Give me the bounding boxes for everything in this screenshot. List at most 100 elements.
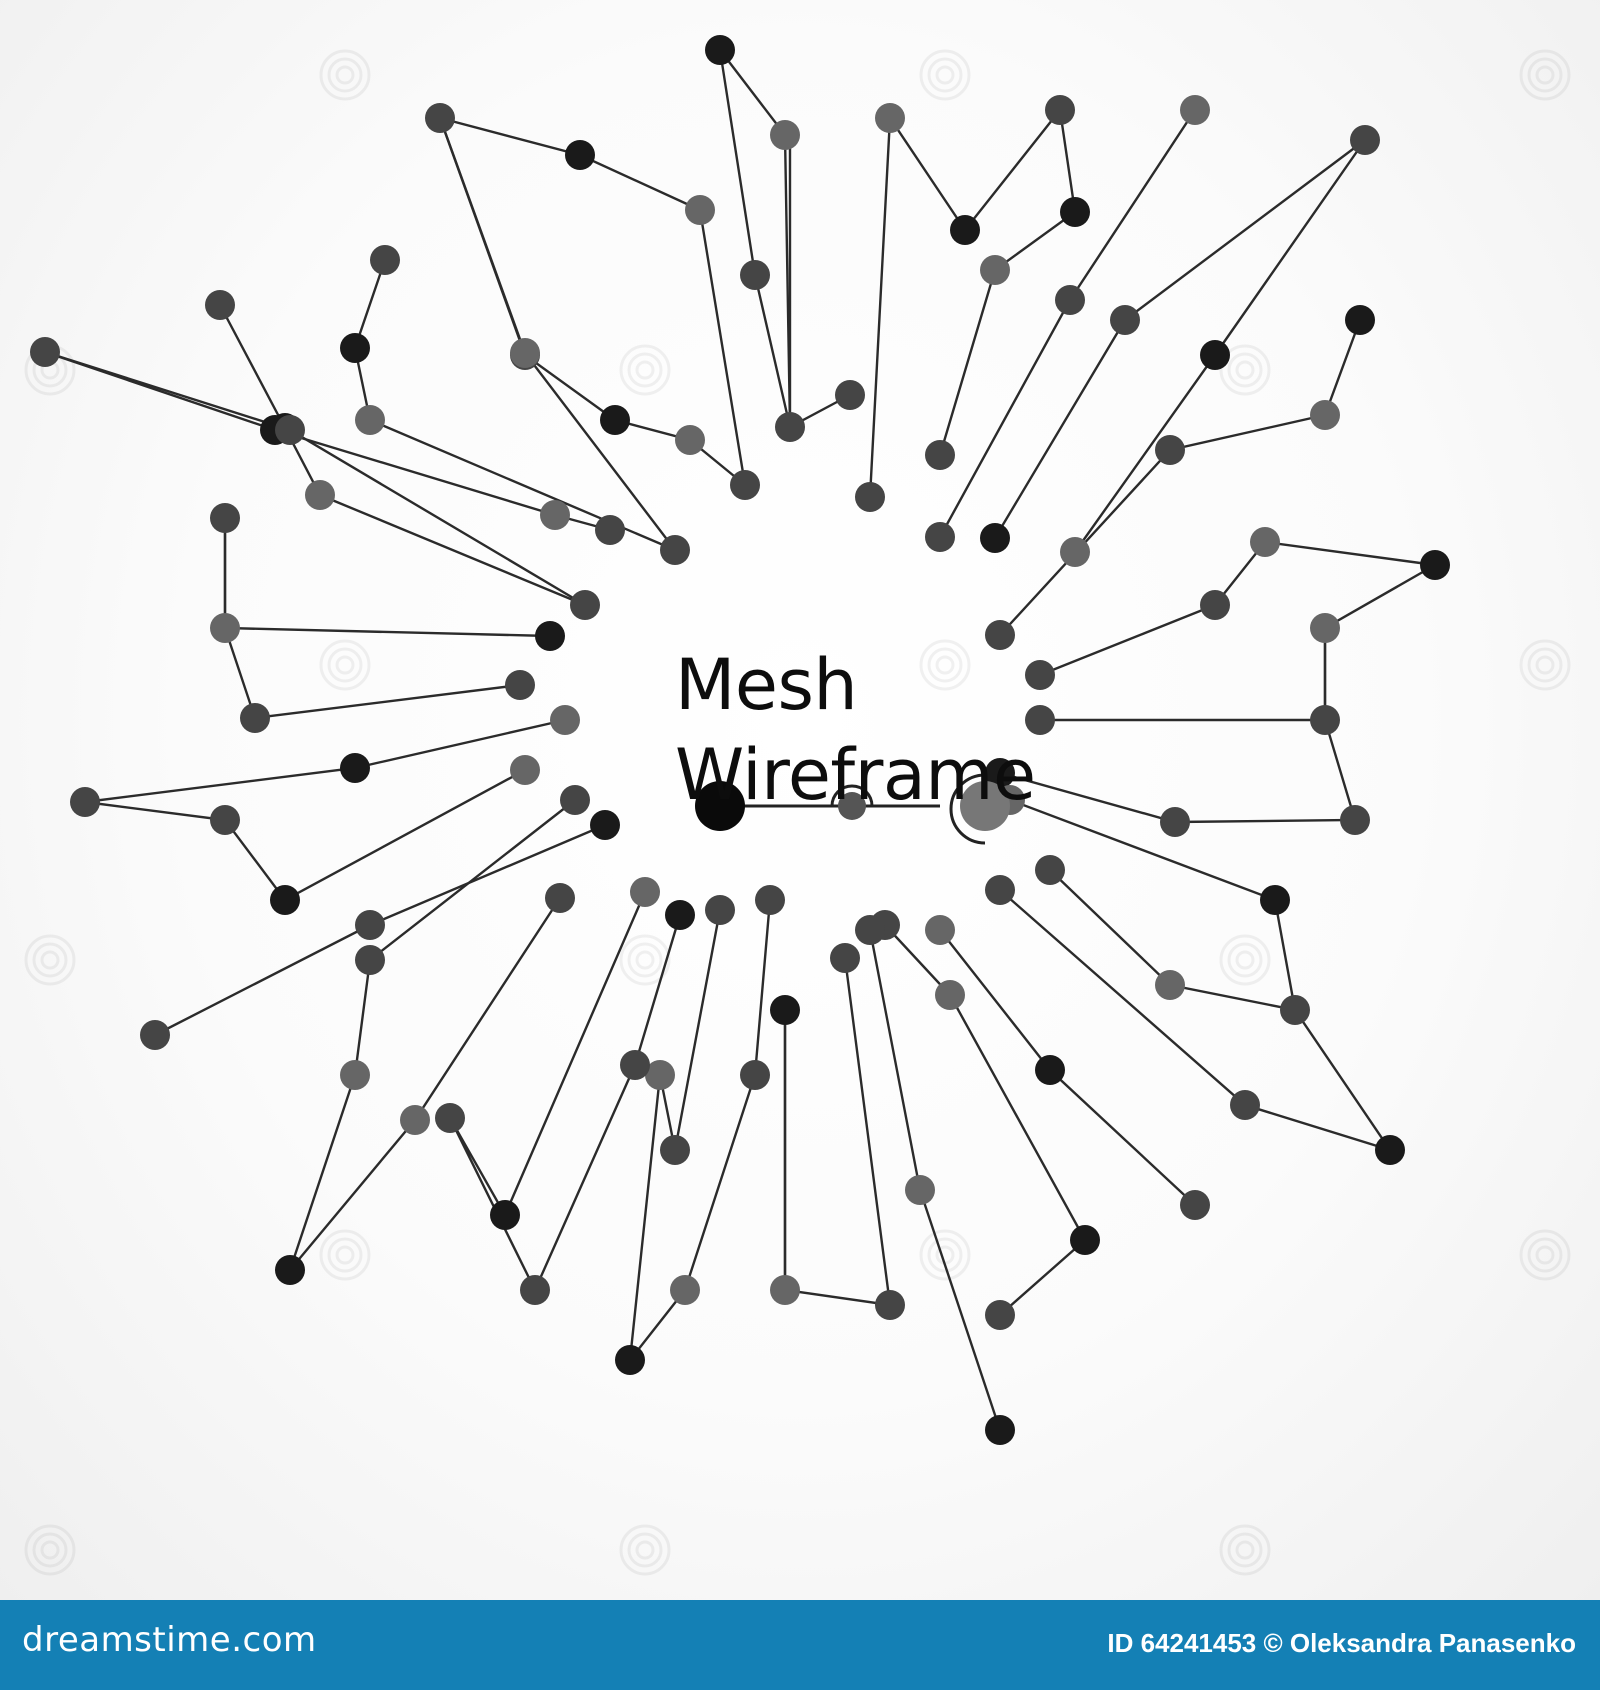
- mesh-edge: [718, 49, 792, 428]
- mesh-node: [985, 1415, 1015, 1445]
- watermark-spiral-icon: [319, 639, 371, 691]
- mesh-edge: [783, 957, 892, 1307]
- mesh-node: [985, 1300, 1015, 1330]
- mesh-node: [600, 405, 630, 435]
- mesh-node: [535, 621, 565, 651]
- brand-logo-text: dreamstime.com: [22, 1620, 317, 1660]
- watermark-spiral-icon: [1519, 639, 1571, 691]
- mesh-edge: [223, 627, 521, 720]
- mesh-node: [565, 140, 595, 170]
- mesh-node: [1230, 1090, 1260, 1120]
- title: Mesh Wireframe: [675, 640, 1036, 820]
- mesh-edge: [1040, 563, 1436, 722]
- watermark-spiral-icon: [919, 639, 971, 691]
- mesh-node: [570, 590, 600, 620]
- mesh-node: [835, 380, 865, 410]
- watermark-spiral-icon: [619, 1524, 671, 1576]
- mesh-node: [355, 910, 385, 940]
- mesh-node: [935, 980, 965, 1010]
- mesh-node: [1180, 95, 1210, 125]
- mesh-node: [1025, 660, 1055, 690]
- mesh-node: [770, 1275, 800, 1305]
- mesh-edge: [868, 929, 1002, 1431]
- mesh-node: [435, 1103, 465, 1133]
- mesh-node: [505, 670, 535, 700]
- mesh-node: [1345, 305, 1375, 335]
- mesh-node: [675, 425, 705, 455]
- mesh-node: [1340, 805, 1370, 835]
- mesh-edge: [999, 719, 1357, 824]
- mesh-node: [830, 943, 860, 973]
- mesh-edge: [223, 518, 551, 638]
- mesh-node: [770, 120, 800, 150]
- mesh-edge: [999, 889, 1391, 1152]
- mesh-edge: [439, 116, 747, 486]
- mesh-node: [520, 1275, 550, 1305]
- mesh-edge: [448, 891, 647, 1291]
- mesh-node: [685, 195, 715, 225]
- watermark-spiral-icon: [919, 49, 971, 101]
- mesh-edge: [628, 909, 722, 1361]
- mesh-node: [305, 480, 335, 510]
- mesh-node: [665, 900, 695, 930]
- title-line-2: Wireframe: [675, 734, 1036, 816]
- mesh-node: [140, 1020, 170, 1050]
- watermark-spiral-icon: [1519, 1229, 1571, 1281]
- mesh-node: [875, 103, 905, 133]
- mesh-edge: [218, 304, 586, 607]
- mesh-node: [630, 877, 660, 907]
- mesh-node: [705, 35, 735, 65]
- mesh-node: [645, 1060, 675, 1090]
- mesh-edge: [44, 350, 586, 607]
- mesh-node: [1280, 995, 1310, 1025]
- mesh-node: [275, 1255, 305, 1285]
- mesh-node: [340, 333, 370, 363]
- mesh-node: [1200, 340, 1230, 370]
- mesh-edge: [288, 799, 576, 1271]
- mesh-node: [400, 1105, 430, 1135]
- watermark-spiral-icon: [24, 1524, 76, 1576]
- mesh-node: [980, 523, 1010, 553]
- mesh-node: [660, 535, 690, 565]
- mesh-node: [660, 1135, 690, 1165]
- mesh-node: [30, 337, 60, 367]
- mesh-node: [705, 895, 735, 925]
- mesh-node: [370, 245, 400, 275]
- title-line-1: Mesh: [675, 644, 858, 726]
- mesh-node: [925, 522, 955, 552]
- mesh-edge: [1039, 540, 1436, 677]
- mesh-node: [70, 787, 100, 817]
- mesh-node: [210, 613, 240, 643]
- mesh-node: [1180, 1190, 1210, 1220]
- watermark-spiral-icon: [1219, 934, 1271, 986]
- mesh-node: [1055, 285, 1085, 315]
- mesh-node: [1420, 550, 1450, 580]
- mesh-node: [1155, 435, 1185, 465]
- mesh-edge: [629, 899, 772, 1361]
- mesh-edge: [1049, 869, 1391, 1151]
- mesh-node: [1250, 527, 1280, 557]
- mesh-node: [740, 260, 770, 290]
- connector-icon: [695, 773, 1010, 845]
- mesh-node: [1060, 537, 1090, 567]
- mesh-node: [550, 705, 580, 735]
- mesh-node: [620, 1050, 650, 1080]
- mesh-node: [1260, 885, 1290, 915]
- mesh-node: [275, 415, 305, 445]
- mesh-edge: [993, 139, 1366, 539]
- mesh-node: [1200, 590, 1230, 620]
- mesh-node: [490, 1200, 520, 1230]
- mesh-node: [1035, 1055, 1065, 1085]
- mesh-node: [545, 883, 575, 913]
- mesh-edge: [999, 319, 1362, 636]
- mesh-edge: [1009, 798, 1297, 1011]
- mesh-node: [925, 440, 955, 470]
- mesh-node: [1350, 125, 1380, 155]
- mesh-edge: [353, 259, 676, 552]
- mesh-node: [1045, 95, 1075, 125]
- mesh-node: [210, 503, 240, 533]
- mesh-node: [770, 995, 800, 1025]
- mesh-edge: [84, 768, 526, 902]
- mesh-node: [210, 805, 240, 835]
- mesh-node: [510, 338, 540, 368]
